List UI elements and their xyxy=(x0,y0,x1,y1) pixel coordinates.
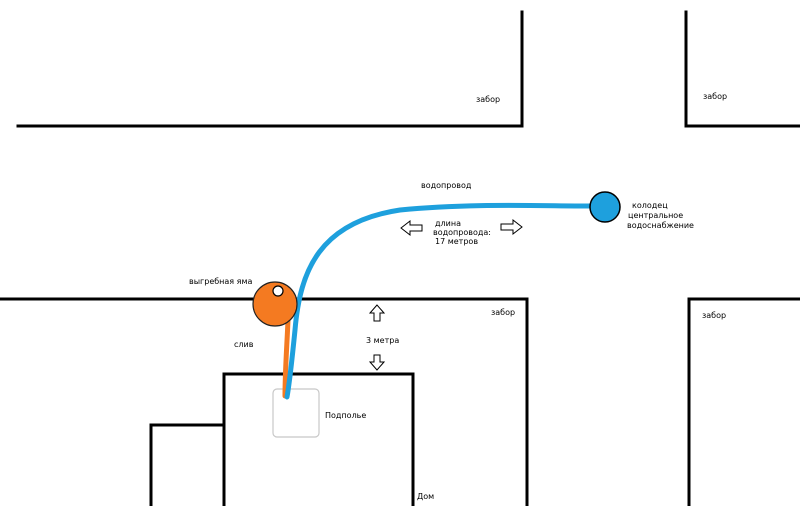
walls xyxy=(0,10,800,506)
arrow-right-icon xyxy=(500,218,523,236)
arrow-down-icon xyxy=(368,354,386,371)
cesspit-circle xyxy=(252,281,298,327)
crawlspace-box xyxy=(272,388,320,438)
fence-label-mid-right: забор xyxy=(702,311,727,320)
crawlspace-label: Подполье xyxy=(325,411,367,420)
fence-top-right xyxy=(684,10,800,128)
cesspit-label: выгребная яма xyxy=(189,277,253,286)
fence-middle-right xyxy=(687,297,800,506)
water-pipe-label: водопровод xyxy=(421,181,472,190)
well-label-line2: центральное xyxy=(628,211,684,220)
pipe-length-label-line3: 17 метров xyxy=(435,237,479,246)
cesspit-hatch xyxy=(272,285,284,297)
fence-top-left xyxy=(16,10,524,128)
drain-pipe xyxy=(282,317,291,399)
fence-label-top-right: забор xyxy=(703,92,728,101)
house-label: Дом xyxy=(417,492,435,501)
well-circle xyxy=(589,191,621,223)
arrow-up-icon xyxy=(368,304,386,322)
water-pipe xyxy=(284,202,593,400)
drain-label: слив xyxy=(234,340,254,349)
fence-label-top-left: забор xyxy=(476,95,501,104)
house-annex-outline xyxy=(149,423,226,506)
pipe-length-label-line2: водопровода: xyxy=(433,228,491,237)
distance-label: 3 метра xyxy=(366,336,400,345)
well-label-line3: водоснабжение xyxy=(627,221,694,230)
pipe-length-label-line1: длина xyxy=(435,219,461,228)
arrow-left-icon xyxy=(400,219,423,237)
house-outline xyxy=(222,372,415,506)
well-label-line1: колодец xyxy=(632,201,668,210)
fence-label-mid-left: забор xyxy=(491,308,516,317)
fence-middle-left xyxy=(0,297,529,506)
